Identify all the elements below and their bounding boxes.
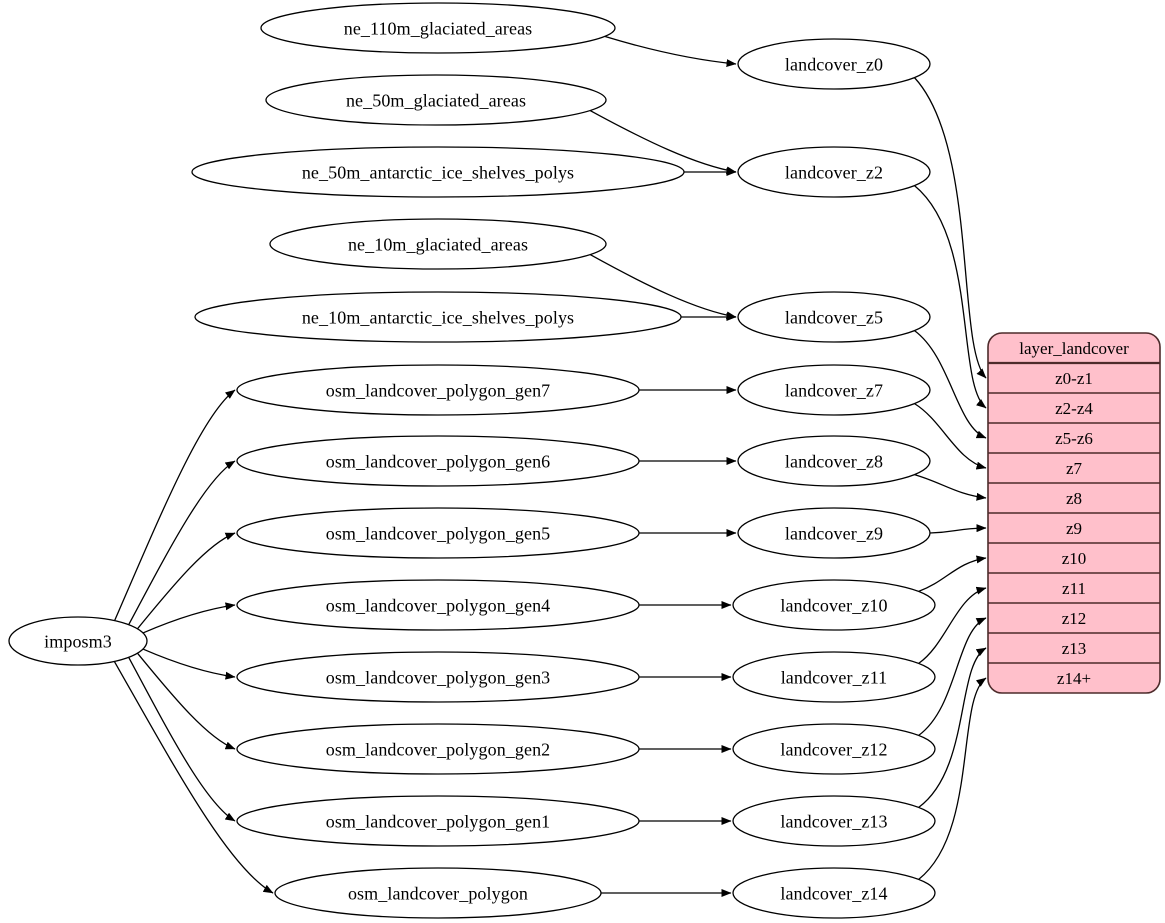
edge-lc_z11-to-row_z11	[918, 586, 987, 664]
edge-imposm3-to-osm_gen1	[128, 656, 236, 822]
node-ellipse-lc_z11[interactable]	[732, 651, 936, 703]
edge-imposm3-to-osm_gen3	[142, 648, 236, 680]
node-ellipse-ne50m_ant[interactable]	[191, 146, 685, 198]
node-ellipse-osm_gen5[interactable]	[236, 507, 640, 559]
table-layer	[987, 332, 1161, 694]
node-ellipse-lc_z0[interactable]	[737, 38, 931, 90]
node-ellipse-lc_z9[interactable]	[737, 507, 931, 559]
edge-lc_z9-to-row_z9	[929, 524, 987, 534]
edge-ne50m_gl-to-lc_z2	[589, 109, 737, 175]
node-ellipse-lc_z14[interactable]	[732, 867, 936, 919]
node-ellipse-lc_z10[interactable]	[732, 579, 936, 631]
node-ellipse-osm_poly[interactable]	[274, 867, 602, 919]
node-ellipse-ne110m_gl[interactable]	[260, 2, 616, 54]
node-ellipse-osm_gen6[interactable]	[236, 435, 640, 487]
edge-imposm3-to-osm_gen6	[128, 460, 236, 626]
edge-lc_z2-to-row_z2-z4	[914, 185, 987, 409]
node-ellipse-lc_z13[interactable]	[732, 795, 936, 847]
edge-ne10m_gl-to-lc_z5	[589, 254, 737, 320]
node-ellipse-lc_z5[interactable]	[737, 291, 931, 343]
edge-ne110m_gl-to-lc_z0	[604, 35, 737, 68]
edge-lc_z5-to-row_z5-z6	[914, 330, 987, 439]
edge-imposm3-to-osm_poly	[113, 661, 274, 894]
node-ellipse-ne10m_gl[interactable]	[269, 218, 607, 270]
node-ellipse-imposm3[interactable]	[8, 616, 148, 666]
edge-lc_z13-to-row_z13	[918, 647, 987, 808]
edge-lc_z12-to-row_z12	[918, 617, 987, 736]
node-ellipse-osm_gen1[interactable]	[236, 795, 640, 847]
edge-lc_z14-to-row_z14+	[918, 677, 987, 880]
edge-imposm3-to-osm_gen5	[136, 532, 236, 630]
node-ellipse-osm_gen2[interactable]	[236, 723, 640, 775]
node-ellipse-ne50m_gl[interactable]	[265, 74, 607, 126]
edge-lc_z10-to-row_z10	[918, 555, 987, 592]
edge-lc_z7-to-row_z7	[914, 403, 987, 470]
node-ellipse-lc_z7[interactable]	[737, 364, 931, 416]
edge-imposm3-to-osm_gen4	[142, 602, 236, 634]
edges-layer	[113, 35, 987, 897]
node-ellipse-osm_gen3[interactable]	[236, 651, 640, 703]
node-ellipse-ne10m_ant[interactable]	[194, 291, 682, 343]
node-ellipse-lc_z12[interactable]	[732, 723, 936, 775]
edge-imposm3-to-osm_gen2	[136, 652, 236, 750]
nodes-layer	[8, 2, 936, 919]
edge-lc_z0-to-row_z0-z1	[914, 77, 987, 379]
node-ellipse-osm_gen4[interactable]	[236, 579, 640, 631]
edge-imposm3-to-osm_gen7	[114, 389, 236, 621]
node-ellipse-lc_z2[interactable]	[737, 146, 931, 198]
node-ellipse-osm_gen7[interactable]	[236, 364, 640, 416]
edge-lc_z8-to-row_z8	[914, 474, 987, 501]
node-ellipse-lc_z8[interactable]	[737, 435, 931, 487]
